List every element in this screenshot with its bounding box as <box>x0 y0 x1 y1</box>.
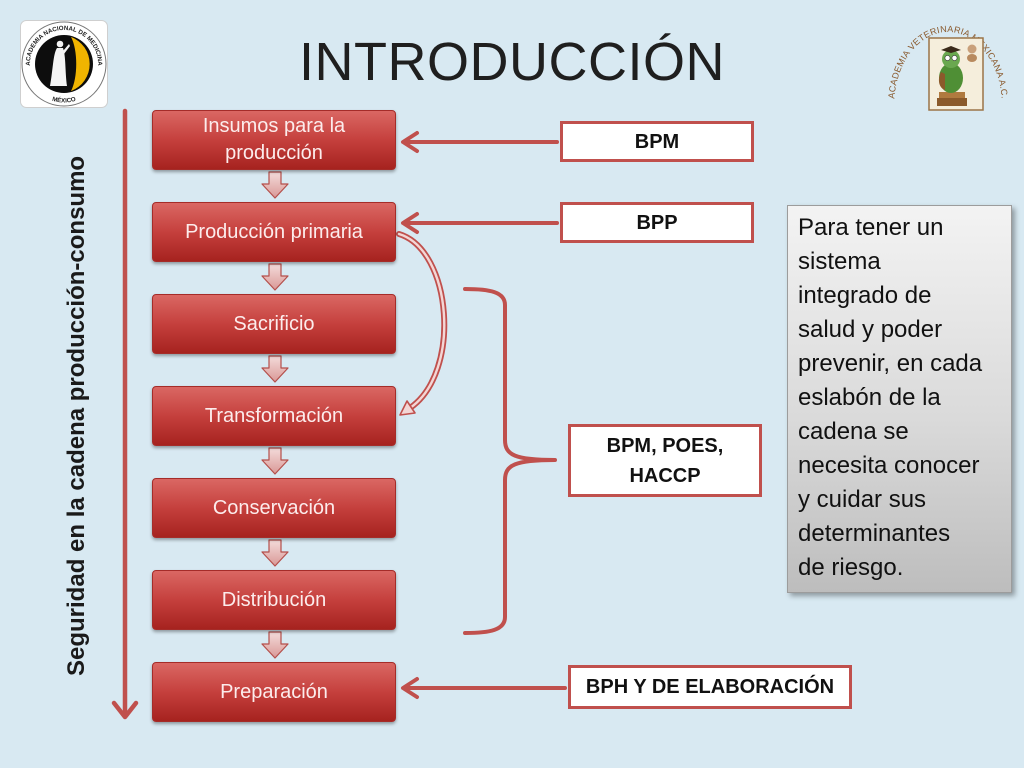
down-arrow-icon <box>261 447 289 475</box>
stage-label: Transformación <box>204 404 344 427</box>
practice-label: BPM <box>634 130 680 153</box>
stage-flow-arrows <box>261 171 289 659</box>
owl-book-top <box>939 92 965 98</box>
stage-insumos: Insumos para la producción <box>152 110 396 170</box>
down-arrow-icon <box>261 539 289 567</box>
curved-arrowhead-icon <box>399 400 416 416</box>
stage-label: Conservación <box>212 496 336 519</box>
down-arrow-icon <box>261 263 289 291</box>
curly-brace <box>463 287 557 635</box>
note-line: prevenir, en cada <box>798 350 983 377</box>
note-line: integrado de <box>798 282 932 309</box>
down-arrow-icon <box>261 171 289 199</box>
statue-arm <box>63 44 70 54</box>
statue-figure-icon <box>50 40 70 86</box>
academia-veterinaria-mexicana-logo: ACADEMIA VETERINARIA MEXICANA A.C. <box>886 24 1009 111</box>
practice-bpm: BPM <box>560 121 754 162</box>
note-line: necesita conocer <box>798 452 980 479</box>
left-arrowhead-icon <box>401 212 419 234</box>
curved-arrow-fill <box>397 232 446 410</box>
stage-label: Sacrificio <box>233 312 315 335</box>
owl-icon <box>937 46 967 106</box>
note-line: y cuidar sus <box>798 486 927 513</box>
down-arrow-icon <box>261 355 289 383</box>
bph-arrow <box>401 677 567 699</box>
practice-label: BPH Y DE ELABORACIÓN <box>585 676 835 698</box>
stage-preparacion: Preparación <box>152 662 396 722</box>
owl-head <box>942 50 960 68</box>
emblem-small-animal-icon <box>967 44 977 62</box>
note-line: salud y poder <box>798 316 943 343</box>
bpp-arrow <box>401 212 559 234</box>
chain-direction-arrow <box>111 108 139 720</box>
chain-arrow-head <box>111 700 139 720</box>
left-arrowhead-icon <box>401 131 419 153</box>
note-line: de riesgo. <box>798 554 904 581</box>
bpm-arrow <box>401 131 559 153</box>
stage-sacrificio: Sacrificio <box>152 294 396 354</box>
stage-produccion-primaria: Producción primaria <box>152 202 396 262</box>
academia-nacional-medicina-logo: ACADEMIA NACIONAL DE MEDICINA MÉXICO <box>20 20 108 108</box>
note-line: cadena se <box>798 418 909 445</box>
left-arrowhead-icon <box>401 677 419 699</box>
stage-label: Preparación <box>220 680 328 703</box>
note-line: Para tener un <box>798 214 944 241</box>
seal-ring-text-bottom: MÉXICO <box>51 96 76 105</box>
seal-gold-segment <box>71 36 90 92</box>
down-arrow-icon <box>261 631 289 659</box>
page-title: INTRODUCCIÓN <box>299 32 725 92</box>
practice-bpp: BPP <box>560 202 754 243</box>
stage-label: Producción primaria <box>185 220 363 243</box>
curved-arrow <box>396 231 448 416</box>
practice-label: BPP <box>636 211 678 234</box>
owl-cap <box>941 46 961 53</box>
small-animal-body <box>967 54 977 62</box>
stage-transformacion: Transformación <box>152 386 396 446</box>
owl-book-bottom <box>937 98 967 106</box>
statue-robe <box>50 48 67 86</box>
owl-wing <box>938 72 945 90</box>
stage-label: Distribución <box>221 588 327 611</box>
small-animal-head <box>967 44 977 54</box>
curved-arrow-outline <box>396 231 448 411</box>
practice-bph-elaboracion: BPH Y DE ELABORACIÓN <box>568 665 852 709</box>
note-box: Para tener un sistema integrado de salud… <box>787 205 1012 593</box>
practice-label: BPM, POES, HACCP <box>606 434 724 487</box>
practice-bpm-poes-haccp: BPM, POES, HACCP <box>568 424 762 497</box>
seal-ring-text-bottom-path: MÉXICO <box>51 96 76 105</box>
stage-conservacion: Conservación <box>152 478 396 538</box>
stage-label: Insumos para la producción <box>202 115 346 164</box>
owl-eye-right <box>951 55 958 61</box>
statue-head <box>56 40 64 48</box>
note-line: sistema <box>798 248 881 275</box>
note-line: determinantes <box>798 520 951 547</box>
note-line: eslabón de la <box>798 384 941 411</box>
chain-safety-label: Seguridad en la cadena producción-consum… <box>63 155 90 677</box>
stage-distribucion: Distribución <box>152 570 396 630</box>
owl-eye-left <box>944 55 951 61</box>
